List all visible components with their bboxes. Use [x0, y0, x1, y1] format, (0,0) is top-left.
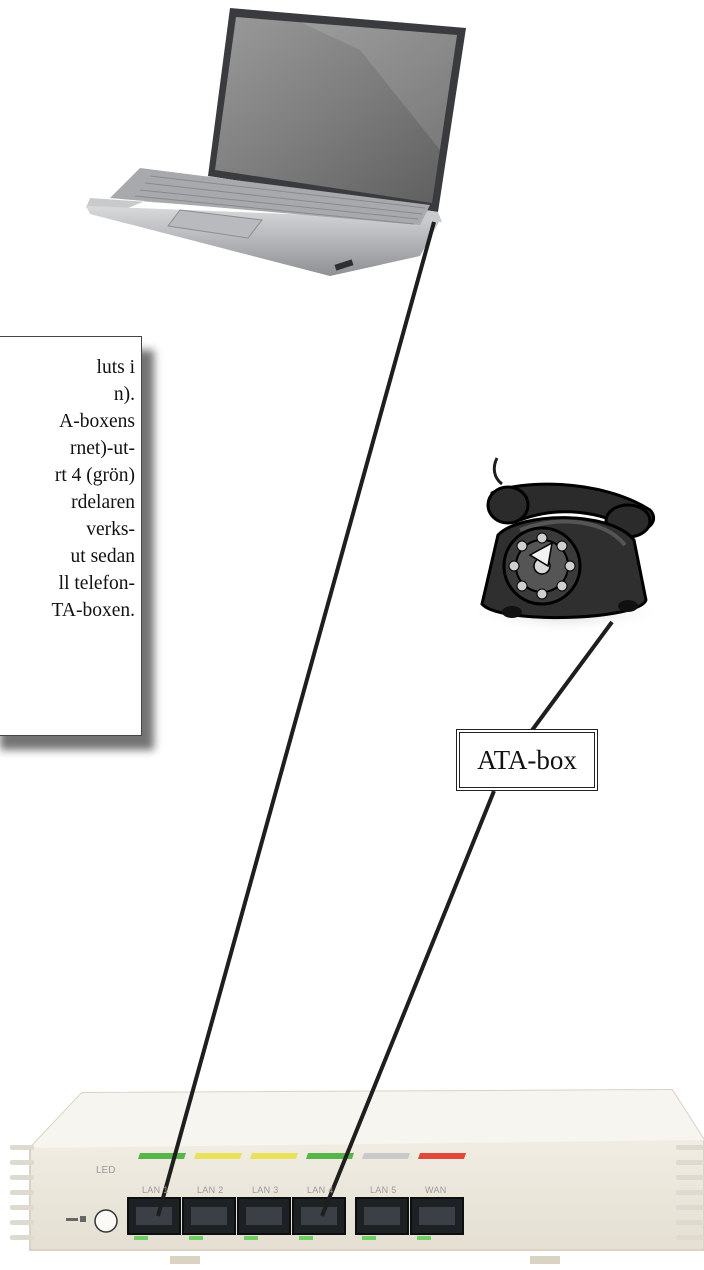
led-label: LED [96, 1165, 115, 1176]
ata-box: ATA-box [456, 729, 598, 791]
port-label: LAN 5 [370, 1185, 397, 1195]
cable-ata-lan4 [322, 791, 494, 1216]
instruction-line: ll telefon- [0, 570, 135, 597]
port-label: LAN 3 [252, 1185, 279, 1195]
port-label: LAN 4 [307, 1185, 334, 1195]
instruction-line: rt 4 (grön) [0, 462, 135, 489]
ata-box-label: ATA-box [477, 745, 577, 776]
instruction-line: A-boxens [0, 408, 135, 435]
instruction-line: rdelaren [0, 489, 135, 516]
instruction-line: verks- [0, 516, 135, 543]
instruction-line: luts i [0, 354, 135, 381]
instruction-line: n). [0, 381, 135, 408]
cable-phone-ata [530, 622, 612, 733]
instruction-line: rnet)-ut- [0, 435, 135, 462]
port-label: LAN 2 [197, 1185, 224, 1195]
port-label: WAN [425, 1185, 447, 1195]
instruction-line: ut sedan [0, 543, 135, 570]
cable-laptop-lan1 [158, 222, 434, 1216]
instruction-line: TA-boxen. [0, 597, 135, 624]
port-label: LAN 1 [142, 1185, 169, 1195]
